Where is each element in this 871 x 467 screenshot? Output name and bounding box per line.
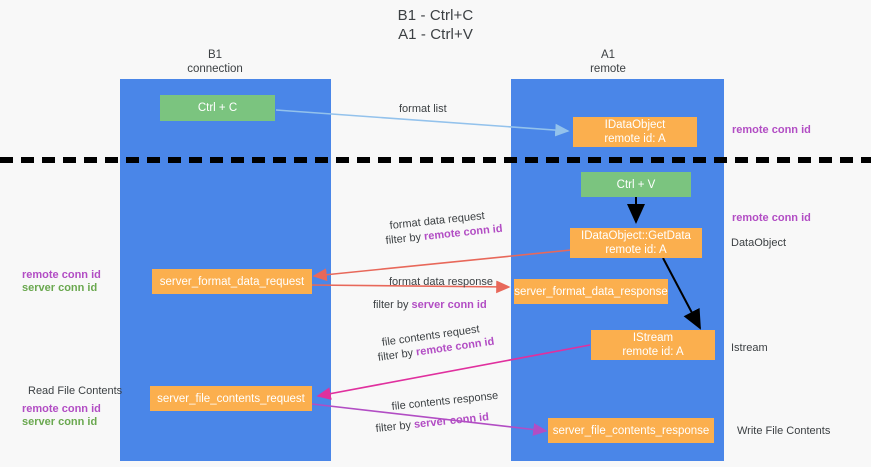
annotation-right-dataobject: DataObject: [731, 237, 787, 249]
edge-label-file-contents-response-filter: filter by server conn id: [375, 410, 490, 436]
column-header-a1: A1 remote: [508, 48, 708, 76]
box-istream[interactable]: IStream remote id: A: [591, 330, 715, 360]
column-header-b1-name: B1: [207, 49, 223, 61]
box-getdata[interactable]: IDataObject::GetData remote id: A: [570, 228, 702, 258]
box-idataobject-top[interactable]: IDataObject remote id: A: [573, 117, 697, 147]
title-line-1: B1 - Ctrl+C: [397, 7, 474, 24]
box-istream-line1: IStream: [632, 332, 674, 344]
edge-label-format-data-request-filter-prefix: filter by: [385, 230, 425, 247]
box-idataobject-top-line1: IDataObject: [604, 119, 666, 131]
box-server-file-contents-request-label: server_file_contents_request: [157, 392, 305, 405]
annotation-left-remote-conn-id-bot: remote conn id: [22, 403, 101, 415]
box-server-format-data-request[interactable]: server_format_data_request: [152, 269, 312, 294]
annotation-left-remote-conn-id-mid: remote conn id: [22, 269, 101, 281]
box-server-format-data-response-label: server_format_data_response: [514, 285, 668, 298]
annotation-left-server-conn-id-bot: server conn id: [22, 416, 98, 428]
box-getdata-line1: IDataObject::GetData: [581, 230, 691, 242]
annotation-right-istream: Istream: [731, 342, 768, 354]
box-server-file-contents-request[interactable]: server_file_contents_request: [150, 386, 312, 411]
title-line-2: A1 - Ctrl+V: [398, 26, 473, 43]
edge-label-format-data-response-filter-prefix: filter by: [373, 299, 412, 311]
page-title: B1 - Ctrl+C A1 - Ctrl+V: [0, 6, 871, 44]
box-server-file-contents-response-label: server_file_contents_response: [552, 424, 710, 437]
annotation-right-write-file-contents: Write File Contents: [737, 425, 831, 437]
box-ctrl-c-label: Ctrl + C: [197, 102, 238, 114]
box-server-format-data-response[interactable]: server_format_data_response: [514, 279, 668, 304]
column-header-a1-sub: remote: [590, 63, 626, 75]
box-idataobject-top-line2: remote id: A: [604, 133, 666, 145]
box-ctrl-v[interactable]: Ctrl + V: [581, 172, 691, 197]
box-ctrl-v-label: Ctrl + V: [616, 178, 656, 191]
edge-label-format-data-response-filter: filter by server conn id: [373, 298, 487, 312]
column-header-a1-name: A1: [600, 49, 616, 61]
box-istream-line2: remote id: A: [622, 346, 684, 358]
edge-label-format-list: format list: [399, 103, 447, 115]
phase-separator: [0, 157, 871, 163]
edge-label-file-contents-response-filter-key: server conn id: [413, 411, 490, 431]
edge-label-format-data-response-filter-key: server conn id: [411, 299, 487, 311]
box-server-file-contents-response[interactable]: server_file_contents_response: [548, 418, 714, 443]
column-header-b1: B1 connection: [115, 48, 315, 76]
annotation-right-remote-conn-id-mid: remote conn id: [732, 212, 811, 224]
box-getdata-line2: remote id: A: [605, 244, 667, 256]
annotation-left-read-file-contents: Read File Contents: [28, 385, 123, 397]
box-ctrl-c[interactable]: Ctrl + C: [160, 95, 275, 121]
annotation-left-server-conn-id-mid: server conn id: [22, 282, 98, 294]
box-server-format-data-request-label: server_format_data_request: [159, 275, 305, 288]
edge-label-format-data-response: format data response: [389, 276, 493, 288]
annotation-right-remote-conn-id-top: remote conn id: [732, 124, 811, 136]
column-header-b1-sub: connection: [187, 63, 243, 75]
edge-label-file-contents-response-filter-prefix: filter by: [375, 418, 415, 435]
edge-label-file-contents-request-filter-prefix: filter by: [377, 346, 417, 364]
